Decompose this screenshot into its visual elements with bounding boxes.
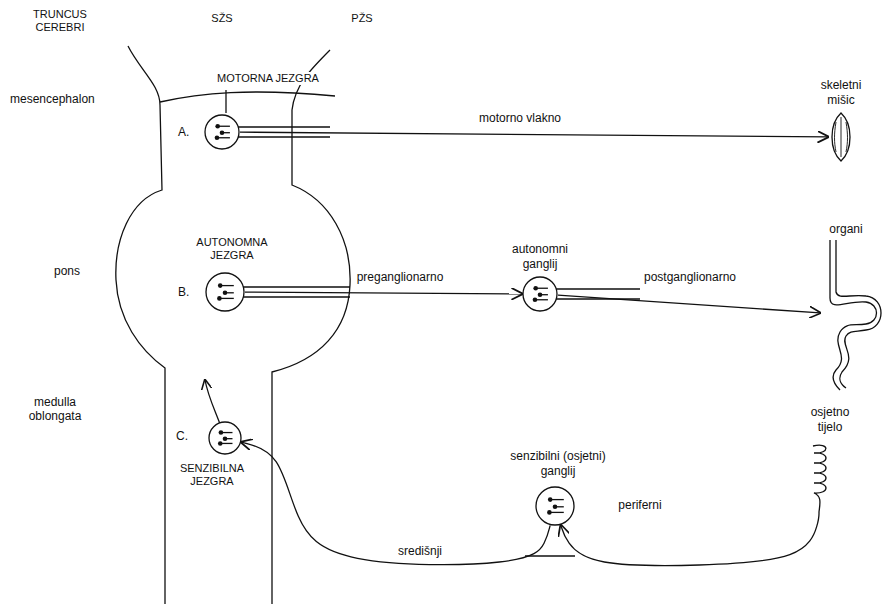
nerve-fiber [240, 132, 828, 137]
organ-figure-shape [820, 240, 882, 390]
axon-stub [550, 499, 564, 500]
autonomic-ganglion-shape [522, 276, 558, 312]
fiber-label: periferni [616, 498, 663, 512]
motor-nucleus-shape [204, 114, 240, 150]
sensory-nucleus: SENZIBILNA JEZGRA [208, 421, 242, 455]
muscle-outline [832, 113, 850, 161]
column-header: PŽS [349, 12, 374, 25]
sensory-receptor: osjetno tijelo [808, 442, 830, 512]
column-header: SŽS [209, 12, 234, 25]
nerve-fiber [558, 295, 820, 313]
skeletal-muscle-shape [828, 112, 854, 162]
nerve-fiber [245, 292, 522, 294]
nerve-fiber [561, 512, 819, 566]
axon-stub [549, 512, 563, 513]
muscle-fibers [835, 117, 848, 157]
brainstem-outline [116, 46, 165, 604]
region-name: mesencephalon [8, 92, 97, 106]
nucleus-circle [523, 277, 557, 311]
section-letter: C. [174, 429, 190, 443]
node-label: AUTONOMNA JEZGRA [187, 236, 277, 262]
axon-stub [555, 506, 564, 507]
autonomic-nucleus: AUTONOMNA JEZGRA [205, 272, 245, 312]
axon-stub [221, 432, 233, 433]
nucleus-circle [209, 422, 241, 454]
axon-stub [222, 132, 230, 133]
axon-stub [220, 285, 234, 286]
autonomic-nucleus-shape [205, 272, 245, 312]
organ-outline [836, 240, 881, 388]
column-header: TRUNCUS CEREBRI [18, 8, 102, 34]
ascending-fiber [205, 380, 220, 424]
leader-line [225, 90, 226, 113]
autonomic-ganglion: autonomni ganglij [522, 276, 558, 312]
node-label: organi [827, 222, 864, 236]
axon-stub [540, 294, 548, 295]
sensory-nucleus-shape [208, 421, 242, 455]
fiber-label: preganglionarno [355, 270, 446, 284]
axon-stub [225, 292, 234, 293]
node-label: autonomni ganglij [501, 242, 579, 271]
axon-stub [220, 443, 232, 444]
axon-stub [219, 298, 233, 299]
sensory-receptor-shape [808, 442, 830, 512]
region-name: medulla oblongata [13, 395, 97, 424]
nerve-fibers [525, 555, 575, 556]
nucleus-circle [206, 273, 244, 311]
nucleus-circle [205, 115, 239, 149]
node-label: osjetno tijelo [797, 405, 863, 434]
axon-stub [536, 288, 548, 289]
section-letter: B. [176, 285, 191, 299]
nucleus-circle [536, 487, 574, 525]
sensory-ganglion: senzibilni (osjetni) ganglij [535, 486, 575, 526]
fiber-label: motorno vlakno [477, 111, 563, 125]
organ-outline [830, 240, 877, 390]
fiber-label: središnji [396, 544, 444, 558]
section-letter: A. [176, 125, 191, 139]
axon-stub [225, 438, 232, 439]
motor-nucleus: MOTORNA JEZGRA [204, 114, 240, 150]
skeletal-muscle: skeletni mišic [828, 112, 854, 162]
axon-stub [218, 126, 230, 127]
organ-figure: organi [820, 240, 882, 390]
axon-stub [535, 299, 548, 300]
sensory-ganglion-shape [535, 486, 575, 526]
node-label: SENZIBILNA JEZGRA [167, 462, 257, 488]
receptor-coil [813, 445, 826, 512]
fiber-label: postganglionarno [642, 270, 738, 284]
node-label: MOTORNA JEZGRA [215, 72, 321, 85]
region-name: pons [52, 264, 82, 278]
mesencephalon-border [160, 92, 335, 102]
node-label: senzibilni (osjetni) ganglij [498, 449, 618, 478]
node-label: skeletni mišic [808, 78, 874, 107]
axon-stub [217, 137, 230, 138]
